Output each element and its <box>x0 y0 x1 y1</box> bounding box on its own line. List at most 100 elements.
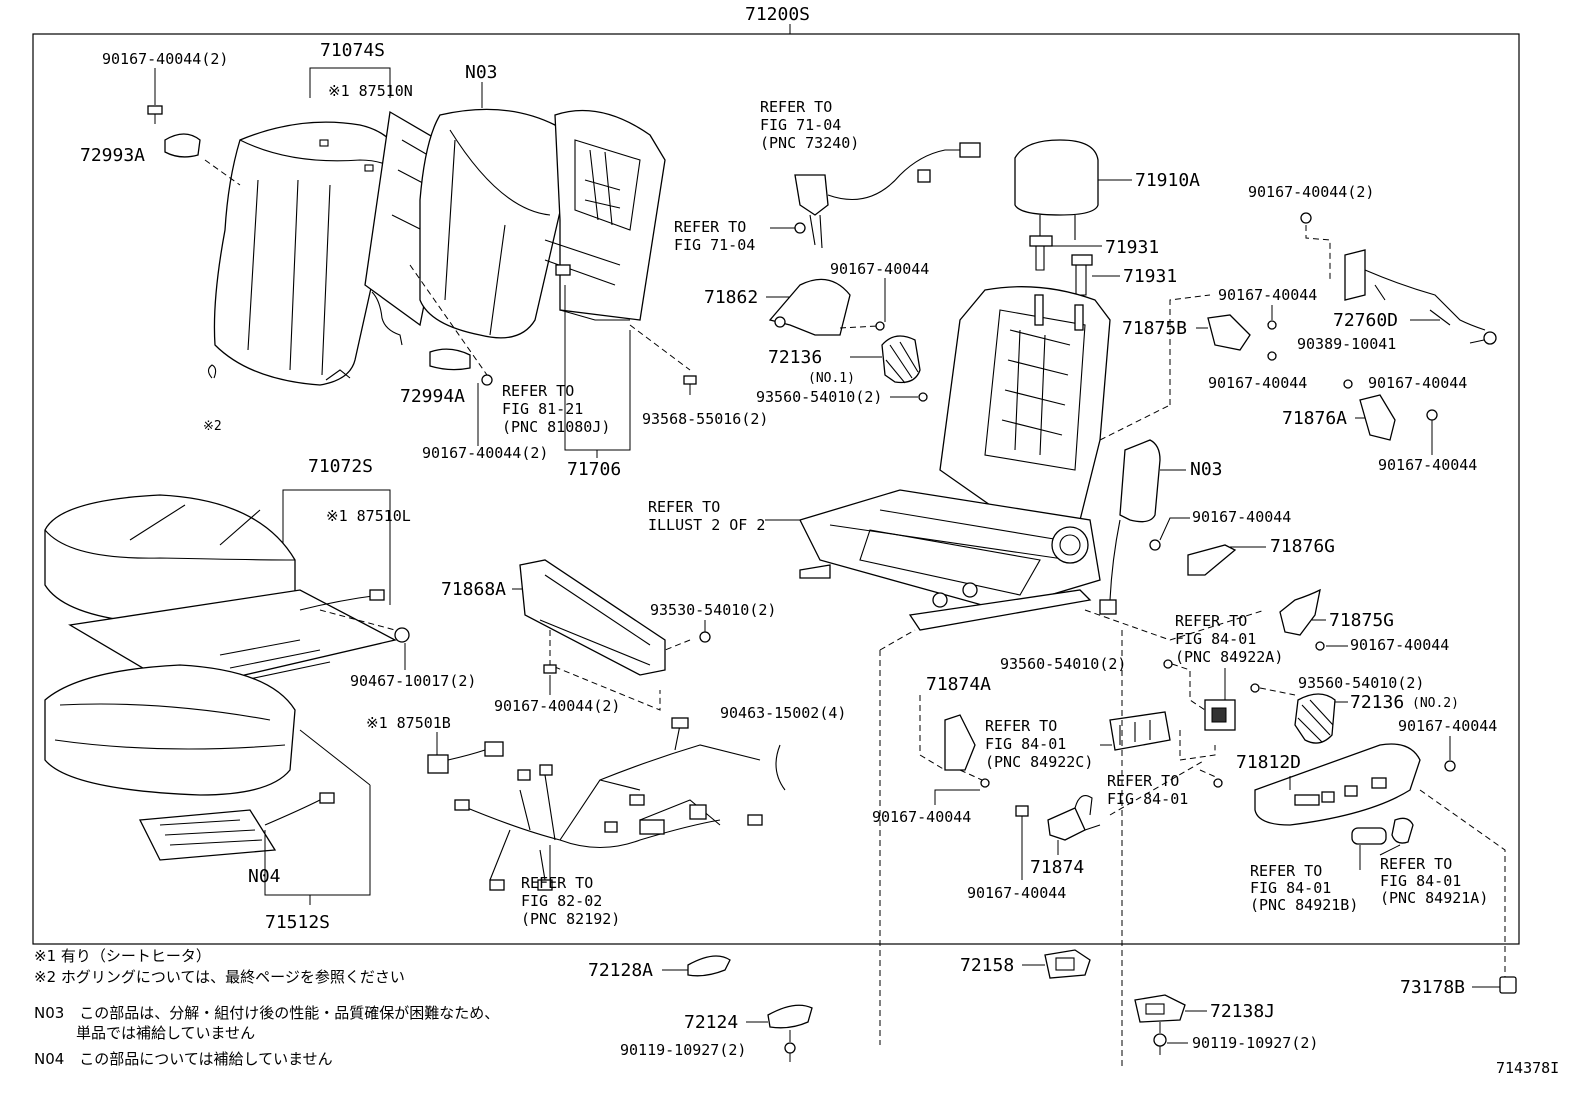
label-90467-10017-2: 90467-10017(2) <box>350 672 476 690</box>
dash-line <box>1199 769 1219 779</box>
label-90167-40044-2-b: 90167-40044(2) <box>422 444 548 462</box>
dash-line <box>1084 609 1266 641</box>
screw-icon <box>543 664 557 674</box>
leader <box>1159 517 1190 541</box>
label-refer-84921A-a: REFER TO <box>1380 855 1452 873</box>
label-refer-82-02-a: REFER TO <box>521 874 593 892</box>
label-71868A: 71868A <box>441 579 506 600</box>
cable-tie-icon <box>775 744 786 791</box>
headrest-support-icon <box>1029 235 1093 296</box>
bolt-icon <box>875 321 885 331</box>
shield-71868A-drawing <box>519 559 666 676</box>
label-93568-55016-2: 93568-55016(2) <box>642 410 768 428</box>
label-93560-54010-2-b: 93560-54010(2) <box>1000 655 1126 673</box>
dash-line <box>549 630 661 711</box>
harness-72760D-drawing <box>1344 249 1486 331</box>
cover-71876G-drawing <box>1187 544 1237 576</box>
label-refer-84921B-b: FIG 84-01 <box>1250 879 1331 897</box>
cover-72124-drawing <box>767 1004 813 1029</box>
label-71812D: 71812D <box>1236 752 1301 773</box>
screw-icon <box>699 631 711 643</box>
label-71074S: 71074S <box>320 40 385 61</box>
seatbelt-buckle-drawing <box>794 142 981 249</box>
label-90389-10041: 90389-10041 <box>1297 335 1396 353</box>
bolt-icon <box>1315 641 1325 651</box>
label-refer-81-21-a: REFER TO <box>502 382 574 400</box>
note-5: N04 この部品については補給していません <box>34 1050 333 1068</box>
bracket-71874-drawing <box>1047 795 1101 841</box>
label-72994A: 72994A <box>400 386 465 407</box>
dash-line <box>204 159 241 186</box>
dash-line <box>1099 404 1171 441</box>
label-refer-71-04-b: FIG 71-04 <box>760 116 841 134</box>
note-3: N03 この部品は、分解・組付け後の性能・品質確保が困難なため、 <box>34 1004 499 1022</box>
bolt-icon <box>1300 212 1312 224</box>
clip-icon <box>394 627 410 643</box>
label-90167-40044-g: 90167-40044 <box>1378 456 1477 474</box>
cover-71876A-drawing <box>1359 394 1438 441</box>
cover-72128A-drawing <box>687 955 731 977</box>
bolt-icon <box>1444 760 1456 772</box>
leader <box>934 789 980 805</box>
label-90167-40044-c: 90167-40044 <box>830 260 929 278</box>
dash-line <box>664 639 691 651</box>
assembly-number: 71200S <box>745 4 810 25</box>
label-93530-54010-2: 93530-54010(2) <box>650 601 776 619</box>
label-refer-illust-b: ILLUST 2 OF 2 <box>648 516 765 534</box>
leader <box>299 729 371 786</box>
dash-line <box>1179 730 1216 761</box>
label-71876G: 71876G <box>1270 536 1335 557</box>
label-90167-40044-i: 90167-40044 <box>872 808 971 826</box>
seat-cushion-pad-drawing <box>44 664 296 796</box>
label-72136-no2: 72136 <box>1350 692 1404 713</box>
wire-harness-drawing <box>454 717 763 891</box>
seatback-frame-drawing <box>544 109 666 321</box>
label-90167-40044-2-a: 90167-40044(2) <box>102 50 228 68</box>
connector-87501B-icon <box>427 741 504 774</box>
label-90119-10927-2-b: 90119-10927(2) <box>1192 1034 1318 1052</box>
label-refer-84922C-c: (PNC 84922C) <box>985 753 1093 771</box>
label-90167-40044-2-c: 90167-40044(2) <box>1248 183 1374 201</box>
label-87501B: ※1 87501B <box>366 714 451 732</box>
leader <box>309 67 391 98</box>
side-airbag-drawing <box>1099 439 1161 615</box>
dash-line <box>959 769 983 781</box>
figure-id: 714378I <box>1496 1059 1559 1077</box>
label-72993A: 72993A <box>80 145 145 166</box>
cover-73178B-icon <box>1499 976 1517 994</box>
label-refer-84-01-b: FIG 84-01 <box>1107 790 1188 808</box>
lumbar-pad-no2-drawing <box>1294 693 1336 744</box>
hook-clip-icon <box>164 133 201 158</box>
label-refer-71-04-d: REFER TO <box>674 218 746 236</box>
label-N03-side: N03 <box>1190 459 1223 480</box>
cover-72138J-drawing <box>1134 994 1186 1023</box>
dash-line <box>319 609 396 631</box>
label-refer-81-21-c: (PNC 81080J) <box>502 418 610 436</box>
label-72760D: 72760D <box>1333 310 1398 331</box>
label-90167-40044-f: 90167-40044 <box>1368 374 1467 392</box>
label-refer-82-02-b: FIG 82-02 <box>521 892 602 910</box>
screw-icon <box>683 375 697 395</box>
label-refer-84922A-a: REFER TO <box>1175 612 1247 630</box>
label-90167-40044-e: 90167-40044 <box>1208 374 1307 392</box>
leader <box>264 785 371 896</box>
label-90167-40044-l: 90167-40044 <box>967 884 1066 902</box>
cover-71875G-drawing <box>1279 588 1321 636</box>
seat-frame-drawing <box>799 286 1111 631</box>
switch-84922A-drawing <box>1204 699 1236 731</box>
label-71072S: 71072S <box>308 456 373 477</box>
leader <box>1379 844 1401 856</box>
screw-icon <box>1163 659 1173 669</box>
lumbar-pad-drawing <box>881 335 921 384</box>
note-1: ※1 有り（シートヒータ） <box>34 947 211 965</box>
label-90167-40044-2-d: 90167-40044(2) <box>494 697 620 715</box>
screw-icon <box>1153 1033 1167 1055</box>
label-90119-10927-2-a: 90119-10927(2) <box>620 1041 746 1059</box>
leader <box>1469 339 1485 344</box>
label-N04: N04 <box>248 866 281 887</box>
label-refer-84921A-c: (PNC 84921A) <box>1380 889 1488 907</box>
label-refer-82-02-c: (PNC 82192) <box>521 910 620 928</box>
bracket-71874A-drawing <box>944 714 976 771</box>
bolt-icon <box>1015 805 1029 817</box>
label-refer-84922A-b: FIG 84-01 <box>1175 630 1256 648</box>
